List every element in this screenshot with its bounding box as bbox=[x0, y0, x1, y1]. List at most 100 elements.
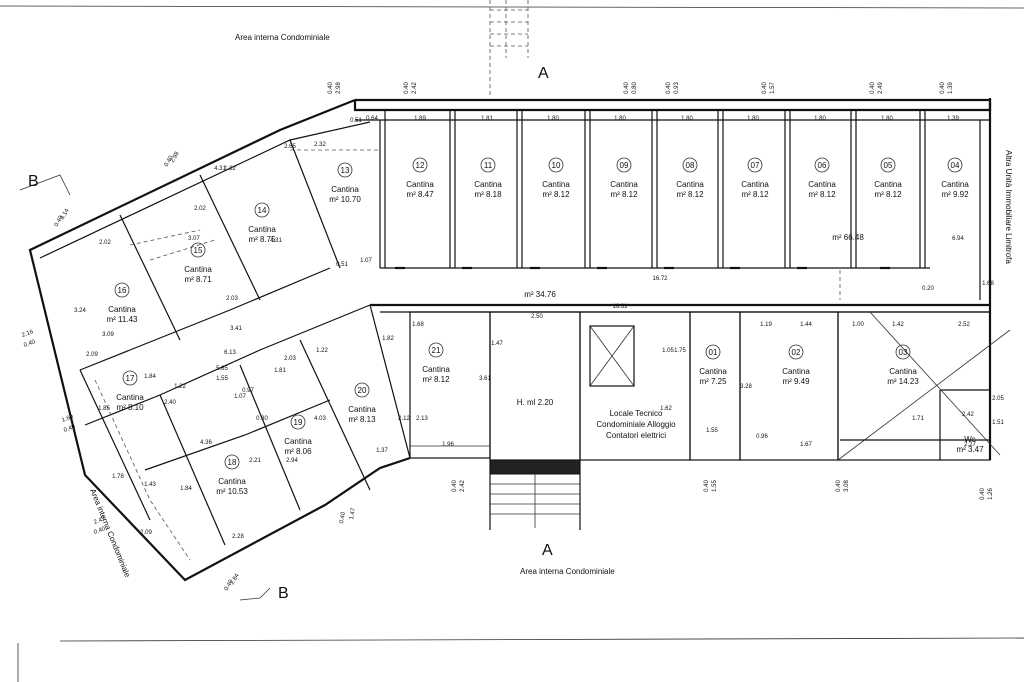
dimension-value: 1.96 bbox=[442, 442, 454, 448]
room-name: Cantina bbox=[108, 305, 136, 314]
room-area: m² 11.43 bbox=[107, 315, 139, 324]
dimension-value: 0.96 bbox=[756, 434, 768, 440]
room-number: 18 bbox=[228, 458, 237, 467]
dimension-value: 1.57 bbox=[770, 82, 776, 94]
room-number-circle bbox=[428, 342, 444, 358]
room-area: m² 8.18 bbox=[474, 190, 502, 199]
room-name: Cantina bbox=[676, 180, 704, 189]
dimension-value: 1.55 bbox=[216, 376, 228, 382]
dimension-value: 0.40 bbox=[339, 511, 347, 524]
dimension-value: 1.44 bbox=[800, 322, 812, 328]
dimension-value: 1.75 bbox=[674, 348, 686, 354]
dimension-value: 1.51 bbox=[992, 420, 1004, 426]
room-area: m² 8.12 bbox=[808, 190, 836, 199]
room-number: 04 bbox=[951, 161, 960, 170]
dimension-value: 0.51 bbox=[350, 118, 362, 124]
room-name: Cantina bbox=[889, 367, 917, 376]
room-area: m² 9.49 bbox=[782, 377, 810, 386]
dimension-value: 2.02 bbox=[194, 206, 206, 212]
dimension-value: 1.60 bbox=[61, 414, 75, 424]
room-area: m² 3.47 bbox=[956, 445, 984, 454]
room-number-circle bbox=[122, 370, 138, 386]
room-name: Cantina bbox=[248, 225, 276, 234]
dimension-value: 1.80 bbox=[881, 116, 893, 122]
dimension-value: 0.40 bbox=[624, 82, 630, 94]
dimension-value: 0.80 bbox=[256, 416, 268, 422]
dimension-value: 3.61 bbox=[479, 376, 491, 382]
room-area: m² 10.53 bbox=[216, 487, 248, 496]
dimension-value: 1.42 bbox=[892, 322, 904, 328]
dimension-value: 1.43 bbox=[144, 482, 156, 488]
dimension-value: 1.22 bbox=[316, 348, 328, 354]
room-area: m² 8.13 bbox=[348, 415, 376, 424]
entrance-ramp-top bbox=[489, 0, 529, 98]
room-number-circle bbox=[895, 344, 911, 360]
dimension-value: 2.47 bbox=[93, 516, 107, 526]
room-name: Cantina bbox=[542, 180, 570, 189]
dimension-value: 2.84 bbox=[230, 572, 241, 586]
room-number: 14 bbox=[258, 206, 267, 215]
dimension-value: 2.94 bbox=[286, 458, 298, 464]
neighbour-label: Altra Unità Immobiliare Limitrofa bbox=[1004, 150, 1013, 264]
dimension-value: 2.98 bbox=[336, 82, 342, 94]
dimension-value: 1.71 bbox=[912, 416, 924, 422]
left-wing-walls bbox=[28, 98, 411, 582]
dimension-value: 1.47 bbox=[491, 341, 503, 347]
room-number-circle bbox=[788, 344, 804, 360]
room-name: Cantina bbox=[116, 393, 144, 402]
dimension-value: 1.22 bbox=[174, 384, 186, 390]
room-number-circle bbox=[190, 242, 206, 258]
section-markers bbox=[19, 174, 271, 601]
dimension-value: 1.39 bbox=[948, 82, 954, 94]
section-a-top: A bbox=[538, 65, 549, 82]
dimension-value: 1.81 bbox=[274, 368, 286, 374]
dimension-value: 0.93 bbox=[674, 82, 680, 94]
room-number-circle bbox=[290, 414, 306, 430]
dimension-value: 0.40 bbox=[940, 82, 946, 94]
room-area: m² 9.92 bbox=[941, 190, 969, 199]
dimension-value: 1.37 bbox=[376, 448, 388, 454]
room-number: 08 bbox=[686, 161, 695, 170]
dimension-value: 1.68 bbox=[412, 322, 424, 328]
dimension-value: 2.03 bbox=[284, 356, 296, 362]
dimension-value: 1.47 bbox=[349, 507, 357, 520]
dimension-value: 4.31 bbox=[214, 166, 226, 172]
room-area: m² 8.12 bbox=[741, 190, 769, 199]
dimension-value: 5.85 bbox=[216, 366, 228, 372]
dimension-value: 3.08 bbox=[844, 480, 850, 492]
dimension-value: 0.40 bbox=[666, 82, 672, 94]
room-number-circle bbox=[224, 454, 240, 470]
room-number: 20 bbox=[358, 386, 367, 395]
room-number-circle bbox=[682, 157, 698, 173]
section-b-bottom: B bbox=[278, 585, 289, 602]
room-number: 07 bbox=[751, 161, 760, 170]
dimension-value: 1.80 bbox=[547, 116, 559, 122]
dimension-value: 2.42 bbox=[412, 82, 418, 94]
dimension-value: 6.13 bbox=[224, 350, 236, 356]
dimension-value: 1.80 bbox=[681, 116, 693, 122]
dimension-value: 1.67 bbox=[800, 442, 812, 448]
dimension-value: 1.19 bbox=[760, 322, 772, 328]
dimension-value: 2.12 bbox=[398, 416, 410, 422]
room-area: m² 8.12 bbox=[676, 190, 704, 199]
upper-wing-walls bbox=[290, 98, 992, 460]
corridor-upper-area: m² 66.48 bbox=[832, 233, 864, 242]
dimension-value: 2.32 bbox=[314, 142, 326, 148]
room-name: Cantina bbox=[348, 405, 376, 414]
dimension-value: 1.62 bbox=[660, 406, 672, 412]
dimension-value: 0.40 bbox=[404, 82, 410, 94]
dimension-value: 1.55 bbox=[712, 480, 718, 492]
room-number-circle bbox=[814, 157, 830, 173]
room-area: m² 8.71 bbox=[184, 275, 212, 284]
dimension-value: 1.07 bbox=[234, 394, 246, 400]
room-number-circle bbox=[705, 344, 721, 360]
room-number: 15 bbox=[194, 246, 203, 255]
room-number: 01 bbox=[709, 348, 718, 357]
